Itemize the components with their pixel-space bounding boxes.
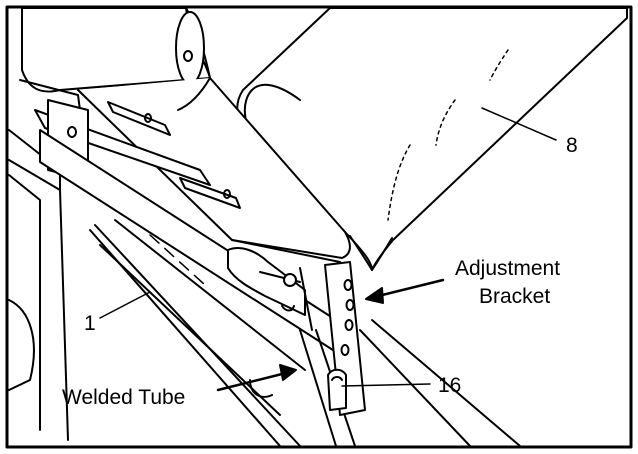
leader-16 — [341, 383, 431, 387]
frame-tube-1 — [39, 129, 337, 416]
adjustment-bracket — [324, 261, 366, 416]
leader-8 — [481, 107, 557, 141]
figure-border — [5, 5, 633, 449]
lower-tube-right-edge — [371, 319, 521, 447]
upper-pad — [21, 7, 211, 93]
callout-welded-tube: Welded Tube — [62, 386, 185, 409]
callout-part-8: 8 — [566, 134, 578, 157]
callout-part-16: 16 — [438, 374, 461, 397]
callout-adjustment-line2: Bracket — [479, 285, 550, 308]
callout-part-1: 1 — [84, 312, 96, 335]
arrow-welded-tube — [216, 364, 297, 392]
frame-left — [8, 79, 301, 447]
leader-1 — [99, 291, 151, 319]
arrow-adjustment-bracket — [365, 278, 445, 304]
lower-tube-right — [359, 329, 471, 447]
callout-adjustment-line1: Adjustment — [455, 257, 560, 280]
seat-cushion — [236, 7, 628, 271]
